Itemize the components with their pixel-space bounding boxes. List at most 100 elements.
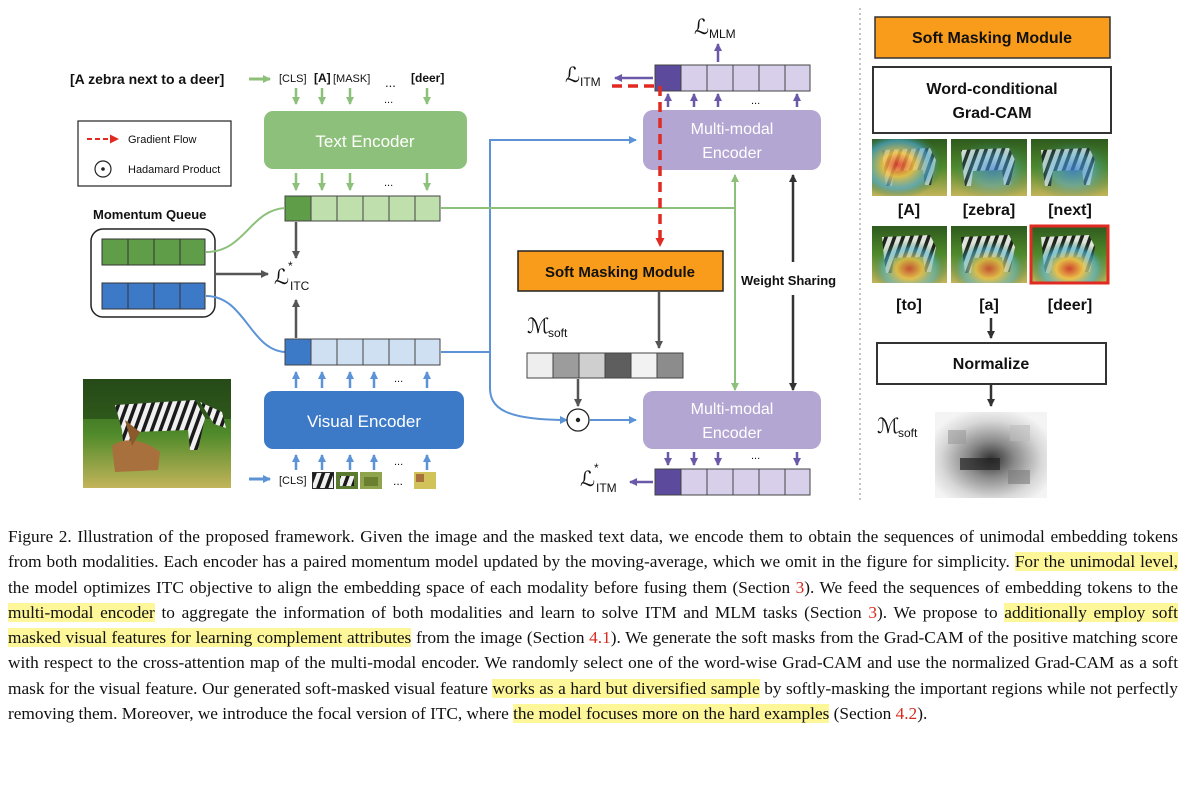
- momentum-queue-label: Momentum Queue: [93, 207, 206, 222]
- visual-token-ellipsis: ...: [393, 474, 403, 488]
- text-ellipsis-3: ...: [384, 177, 393, 189]
- text-ellipsis-2: ...: [384, 94, 393, 106]
- svg-text:ℒ: ℒ: [694, 16, 709, 39]
- gradcam-thumb-next: [1031, 139, 1108, 196]
- text-encoder-label: Text Encoder: [315, 132, 415, 151]
- momentum-queue-visual: [101, 282, 206, 310]
- weight-sharing-label: Weight Sharing: [741, 273, 836, 288]
- mm-encoder-bottom-label2: Encoder: [702, 425, 762, 442]
- word-next: [next]: [1048, 202, 1092, 219]
- text-token-a: [A]: [314, 71, 331, 85]
- framework-diagram: [A zebra next to a deer] [CLS] [A] [MASK…: [70, 8, 1112, 500]
- queue-text-curve: [205, 207, 286, 253]
- loss-itc: ℒ * ITC: [274, 259, 310, 293]
- figure-caption: Figure 2. Illustration of the proposed f…: [8, 527, 1179, 724]
- visual-ellipsis-2: ...: [394, 456, 403, 468]
- rp-soft-masking-title: [874, 16, 1111, 59]
- image-patches: [312, 472, 436, 489]
- input-image: [83, 379, 231, 488]
- legend-gradient-label: Gradient Flow: [128, 134, 197, 146]
- visual-encoder: [264, 391, 464, 449]
- mm-encoder-top: [643, 110, 821, 170]
- svg-text:ℳ: ℳ: [527, 315, 549, 338]
- gradcam-thumb-a2: [951, 226, 1027, 283]
- visual-embedding-tokens: [284, 338, 441, 366]
- visual-encoder-out-arrows: [292, 371, 431, 388]
- caption-highlight-5: the model focuses more on the hard examp…: [513, 704, 830, 724]
- visual-ellipsis-1: ...: [394, 373, 403, 385]
- mm-top-tokens: [654, 64, 811, 92]
- mm-encoder-bottom-label1: Multi-modal: [691, 401, 774, 418]
- mm-bottom-out-arrows: [664, 452, 801, 466]
- normalize-label: Normalize: [953, 356, 1030, 373]
- caption-ref-3[interactable]: 4.1: [589, 628, 611, 648]
- caption-highlight-1: For the unimodal level,: [1014, 552, 1178, 572]
- m-soft-label: ℳ soft: [527, 315, 568, 340]
- rp-m-soft-label: ℳ soft: [877, 415, 918, 440]
- soft-masking-module: [517, 250, 724, 292]
- caption-label: Figure 2.: [8, 527, 72, 546]
- gradcam-thumb-a: [872, 139, 947, 196]
- rp-soft-masking-label: Soft Masking Module: [912, 30, 1072, 47]
- svg-text:ITM: ITM: [596, 481, 617, 495]
- word-to: [to]: [896, 297, 922, 314]
- queue-visual-curve: [205, 295, 286, 353]
- gradient-flow: [612, 84, 665, 247]
- rp-gradcam-box: [872, 66, 1112, 134]
- loss-itm-star: ℒ * ITM: [580, 461, 617, 495]
- mm-top-ellipsis: ...: [751, 95, 760, 107]
- svg-text:*: *: [594, 461, 599, 475]
- m-soft-tokens: [526, 352, 684, 379]
- visual-encoder-label: Visual Encoder: [307, 412, 421, 431]
- mm-bottom-tokens: [654, 468, 811, 496]
- caption-highlight-4: works as a hard but diversified sample: [492, 678, 760, 698]
- input-sentence: [A zebra next to a deer]: [70, 71, 224, 87]
- mm-bottom-ellipsis: ...: [751, 450, 760, 462]
- svg-text:MLM: MLM: [709, 27, 736, 41]
- svg-text:soft: soft: [898, 426, 918, 440]
- svg-text:soft: soft: [548, 326, 568, 340]
- text-token-arrows: [292, 88, 431, 105]
- svg-text:ℒ: ℒ: [565, 64, 580, 87]
- mm-top-out-arrows: [664, 93, 801, 107]
- word-a: [A]: [898, 202, 920, 219]
- svg-text:ℳ: ℳ: [877, 415, 899, 438]
- svg-text:ITC: ITC: [290, 279, 310, 293]
- momentum-queue-text: [101, 238, 206, 266]
- text-token-deer: [deer]: [411, 71, 444, 85]
- loss-mlm: ℒ MLM: [694, 16, 736, 41]
- caption-ref-2[interactable]: 3: [868, 602, 878, 622]
- text-encoder-out-arrows: [292, 173, 431, 191]
- mm-encoder-top-label1: Multi-modal: [691, 121, 774, 138]
- caption-ref-1[interactable]: 3: [795, 577, 805, 597]
- text-encoder: [264, 111, 467, 169]
- visual-to-hadamard: [489, 352, 568, 424]
- legend-hadamard-label: Hadamard Product: [128, 164, 220, 176]
- rp-gradcam-line2: Grad-CAM: [952, 105, 1031, 122]
- soft-masking-label: Soft Masking Module: [545, 264, 695, 281]
- normalize-box: [876, 342, 1107, 385]
- svg-text:ℒ: ℒ: [274, 266, 289, 289]
- word-deer: [deer]: [1048, 297, 1092, 314]
- loss-itm-top: ℒ ITM: [565, 64, 601, 89]
- visual-token-cls: [CLS]: [279, 475, 307, 487]
- visual-encoder-in-arrows: [292, 454, 431, 470]
- word-a-2: [a]: [979, 297, 999, 314]
- mm-encoder-top-label2: Encoder: [702, 145, 762, 162]
- mm-encoder-bottom: [643, 391, 821, 449]
- text-token-mask: [MASK]: [333, 73, 370, 85]
- text-embedding-tokens: [284, 195, 441, 222]
- svg-text:ITM: ITM: [580, 75, 601, 89]
- word-zebra: [zebra]: [963, 202, 1015, 219]
- rp-gradcam-line1: Word-conditional: [926, 81, 1057, 98]
- gradcam-thumb-to: [872, 226, 947, 283]
- svg-text:ℒ: ℒ: [580, 468, 595, 491]
- svg-text:*: *: [288, 259, 293, 273]
- gradcam-thumb-deer: [1029, 224, 1110, 285]
- gradcam-thumb-zebra: [951, 139, 1027, 196]
- caption-ref-4[interactable]: 4.2: [895, 704, 918, 724]
- caption-highlight-2: multi-modal encoder: [8, 602, 155, 622]
- visual-to-mm-top: [441, 136, 637, 353]
- text-token-ellipsis: ...: [385, 75, 396, 90]
- text-token-cls: [CLS]: [279, 73, 307, 85]
